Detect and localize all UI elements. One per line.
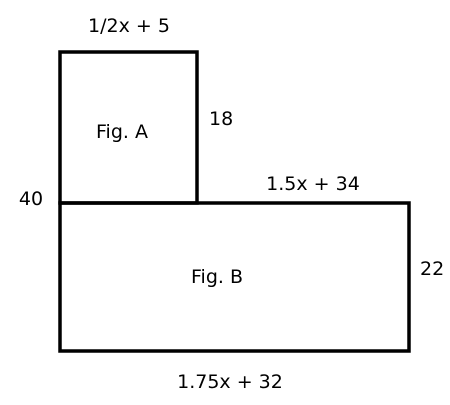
figure-a-label: Fig. A bbox=[96, 121, 148, 143]
figure-b-bottom-dimension: 1.75x + 32 bbox=[177, 371, 283, 393]
figure-a-right-dimension: 18 bbox=[209, 108, 233, 130]
figure-a-top-dimension: 1/2x + 5 bbox=[88, 15, 170, 37]
figure-b-right-dimension: 22 bbox=[420, 258, 444, 280]
figure-b-top-dimension: 1.5x + 34 bbox=[266, 173, 360, 195]
figure-b-rectangle bbox=[58, 201, 411, 353]
left-dimension: 40 bbox=[19, 188, 43, 210]
figure-b-label: Fig. B bbox=[191, 266, 243, 288]
